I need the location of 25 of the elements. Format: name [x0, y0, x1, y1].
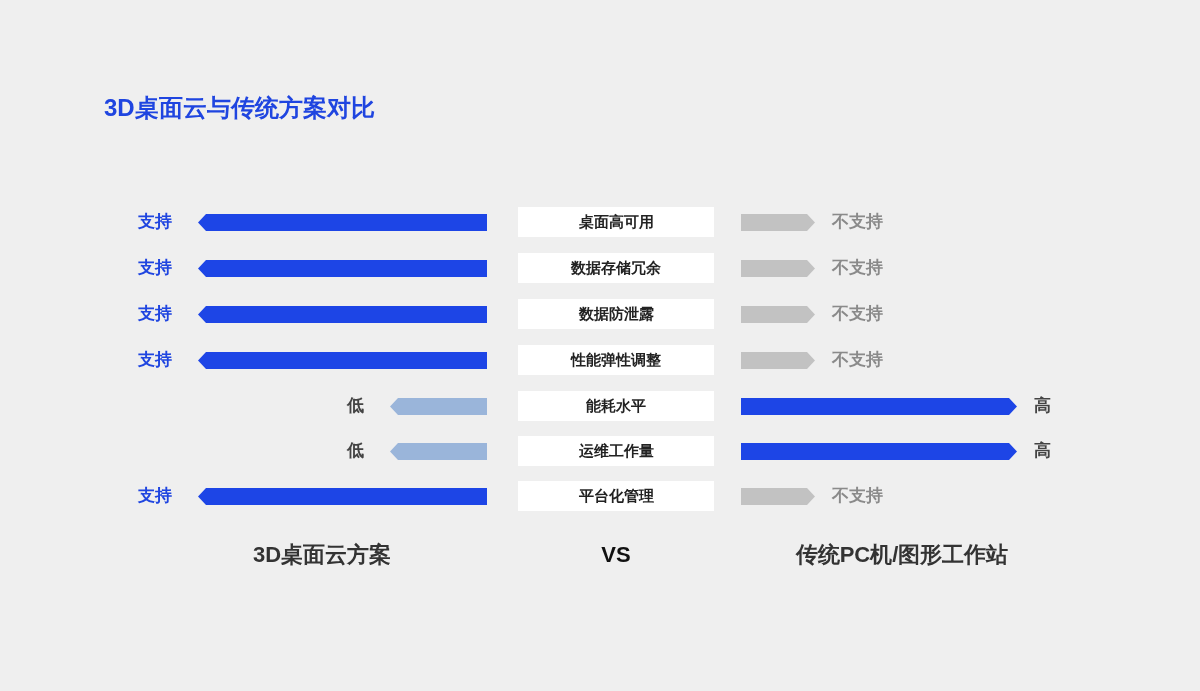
status-label: 高 — [1034, 395, 1051, 417]
status-label: 支持 — [138, 211, 172, 233]
feature-name: 性能弹性调整 — [571, 350, 661, 370]
status-label: 不支持 — [832, 211, 883, 233]
status-label: 高 — [1034, 440, 1051, 462]
status-label: 不支持 — [832, 257, 883, 279]
column-heading: 3D桌面云方案 — [252, 541, 392, 569]
status-label: 低 — [347, 395, 364, 417]
feature-name: 桌面高可用 — [578, 212, 654, 232]
status-label: 不支持 — [832, 485, 883, 507]
status-label: 支持 — [138, 303, 172, 325]
status-label: 低 — [347, 440, 364, 462]
status-label: 不支持 — [832, 349, 883, 371]
feature-name: 数据防泄露 — [578, 304, 654, 324]
vs-label: VS — [601, 541, 631, 569]
status-label: 支持 — [138, 257, 172, 279]
status-label: 支持 — [138, 485, 172, 507]
feature-name: 平台化管理 — [578, 486, 654, 506]
feature-name: 运维工作量 — [578, 441, 654, 461]
column-heading: 传统PC机/图形工作站 — [795, 541, 1009, 569]
title: 3D桌面云与传统方案对比 — [104, 93, 375, 123]
feature-name: 数据存储冗余 — [571, 258, 661, 278]
status-label: 不支持 — [832, 303, 883, 325]
feature-name: 能耗水平 — [586, 396, 646, 416]
status-label: 支持 — [138, 349, 172, 371]
